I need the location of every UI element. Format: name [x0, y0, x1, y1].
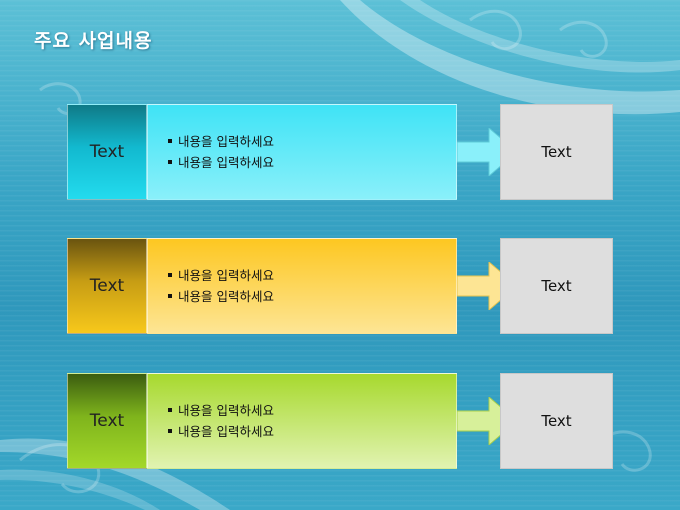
bullet-text: 내용을 입력하세요	[178, 424, 274, 439]
bullet-text: 내용을 입력하세요	[178, 289, 274, 304]
bullet-item: 내용을 입력하세요	[168, 286, 456, 307]
row-content: 내용을 입력하세요 내용을 입력하세요	[147, 373, 457, 469]
row-content: 내용을 입력하세요 내용을 입력하세요	[147, 238, 457, 334]
bullet-square-icon	[168, 428, 172, 433]
bullet-text: 내용을 입력하세요	[178, 268, 274, 283]
bullet-item: 내용을 입력하세요	[168, 131, 456, 152]
bullet-text: 내용을 입력하세요	[178, 155, 274, 170]
bullet-square-icon	[168, 159, 172, 164]
bullet-item: 내용을 입력하세요	[168, 152, 456, 173]
process-row-3: Text 내용을 입력하세요 내용을 입력하세요 Text	[67, 373, 615, 471]
bullet-square-icon	[168, 272, 172, 277]
bullet-square-icon	[168, 407, 172, 412]
bullet-item: 내용을 입력하세요	[168, 265, 456, 286]
result-box: Text	[500, 104, 613, 200]
bullet-text: 내용을 입력하세요	[178, 134, 274, 149]
bullet-square-icon	[168, 138, 172, 143]
bullet-item: 내용을 입력하세요	[168, 400, 456, 421]
process-row-2: Text 내용을 입력하세요 내용을 입력하세요 Text	[67, 238, 615, 336]
row-content: 내용을 입력하세요 내용을 입력하세요	[147, 104, 457, 200]
row-label: Text	[67, 104, 147, 200]
bullet-item: 내용을 입력하세요	[168, 421, 456, 442]
bullet-text: 내용을 입력하세요	[178, 403, 274, 418]
bullet-square-icon	[168, 293, 172, 298]
page-title: 주요 사업내용	[34, 30, 153, 52]
row-label: Text	[67, 238, 147, 334]
process-row-1: Text 내용을 입력하세요 내용을 입력하세요 Text	[67, 104, 615, 202]
row-label: Text	[67, 373, 147, 469]
result-box: Text	[500, 373, 613, 469]
result-box: Text	[500, 238, 613, 334]
